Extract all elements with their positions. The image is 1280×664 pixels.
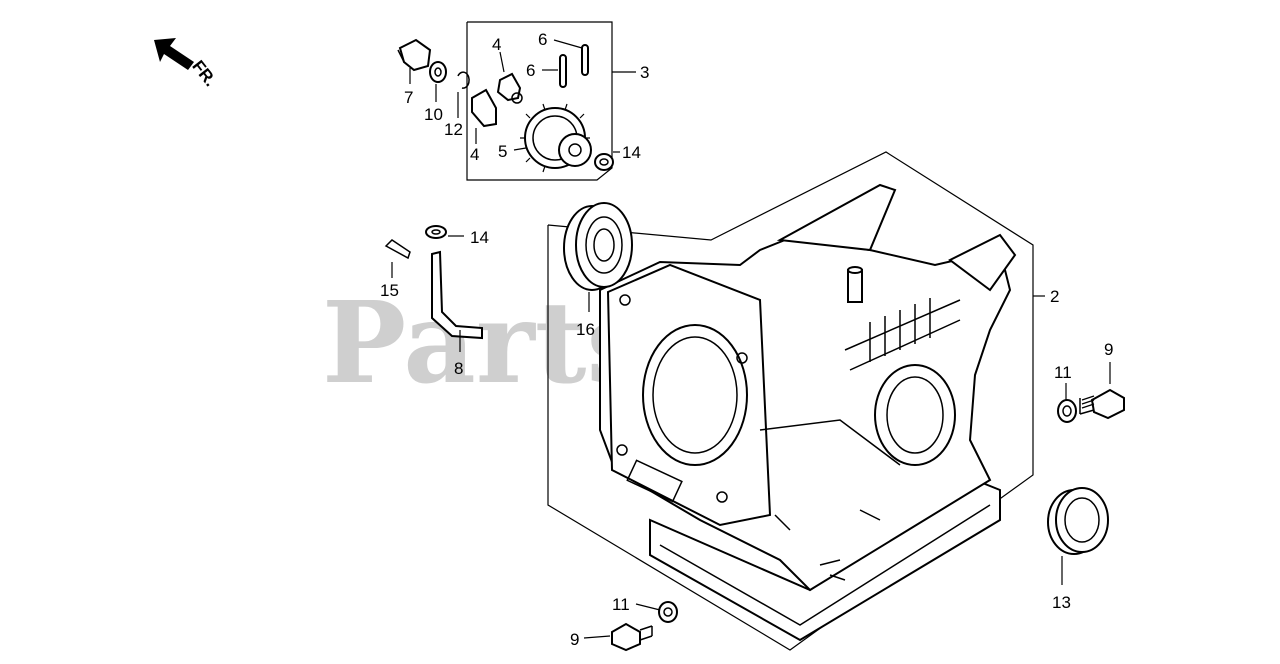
callout-12: 12 bbox=[444, 120, 463, 139]
drain-bolt-part-right bbox=[1079, 388, 1125, 420]
pump-shaft-part bbox=[397, 38, 432, 72]
washer-part-right bbox=[1057, 399, 1077, 423]
callout-10: 10 bbox=[424, 105, 443, 124]
callout-labels: 3 2 11 9 13 16 8 14 15 7 10 12 4 4 5 14 … bbox=[380, 30, 1113, 649]
callout-9-bottom: 9 bbox=[570, 630, 579, 649]
callout-16: 16 bbox=[576, 320, 595, 339]
callout-11-right: 11 bbox=[1054, 363, 1072, 382]
leader-lines bbox=[391, 39, 1111, 639]
callout-5: 5 bbox=[498, 142, 507, 161]
callout-6-lower: 6 bbox=[526, 61, 535, 80]
drain-bolt-part-bottom bbox=[611, 622, 653, 652]
washer-part-pipe bbox=[425, 225, 447, 239]
washer-part-pump bbox=[429, 61, 447, 83]
dowel-pin-part-b bbox=[559, 54, 567, 88]
front-direction-arrow-icon bbox=[154, 38, 194, 70]
callout-4-lower: 4 bbox=[470, 145, 479, 164]
pump-rotor-part-lower bbox=[471, 88, 497, 128]
callout-9-right: 9 bbox=[1104, 340, 1113, 359]
crankcase-group-frame bbox=[547, 151, 1034, 651]
callout-7: 7 bbox=[404, 88, 413, 107]
washer-part-bottom bbox=[658, 601, 678, 623]
pipe-clip-part bbox=[384, 239, 411, 260]
callout-11-bottom: 11 bbox=[612, 595, 630, 614]
callout-14-pipe: 14 bbox=[470, 228, 489, 247]
callout-15: 15 bbox=[380, 281, 399, 300]
crankcase-part bbox=[599, 183, 1017, 642]
circlip-part bbox=[457, 71, 470, 89]
callout-14-pump: 14 bbox=[622, 143, 641, 162]
callout-3: 3 bbox=[640, 63, 649, 82]
callout-8: 8 bbox=[454, 359, 463, 378]
bearing-part bbox=[563, 202, 633, 291]
callout-2: 2 bbox=[1050, 287, 1059, 306]
callout-13: 13 bbox=[1052, 593, 1071, 612]
pump-rotor-part-upper bbox=[496, 72, 523, 104]
callout-6-upper: 6 bbox=[538, 30, 547, 49]
pump-gear-part bbox=[520, 103, 592, 173]
washer-part-gear bbox=[594, 153, 614, 171]
oil-pipe-part bbox=[431, 250, 483, 340]
dowel-pin-part-a bbox=[581, 44, 589, 76]
oil-seal-part bbox=[1047, 487, 1109, 555]
callout-4-upper: 4 bbox=[492, 35, 501, 54]
oil-pump-group-frame bbox=[466, 21, 613, 181]
